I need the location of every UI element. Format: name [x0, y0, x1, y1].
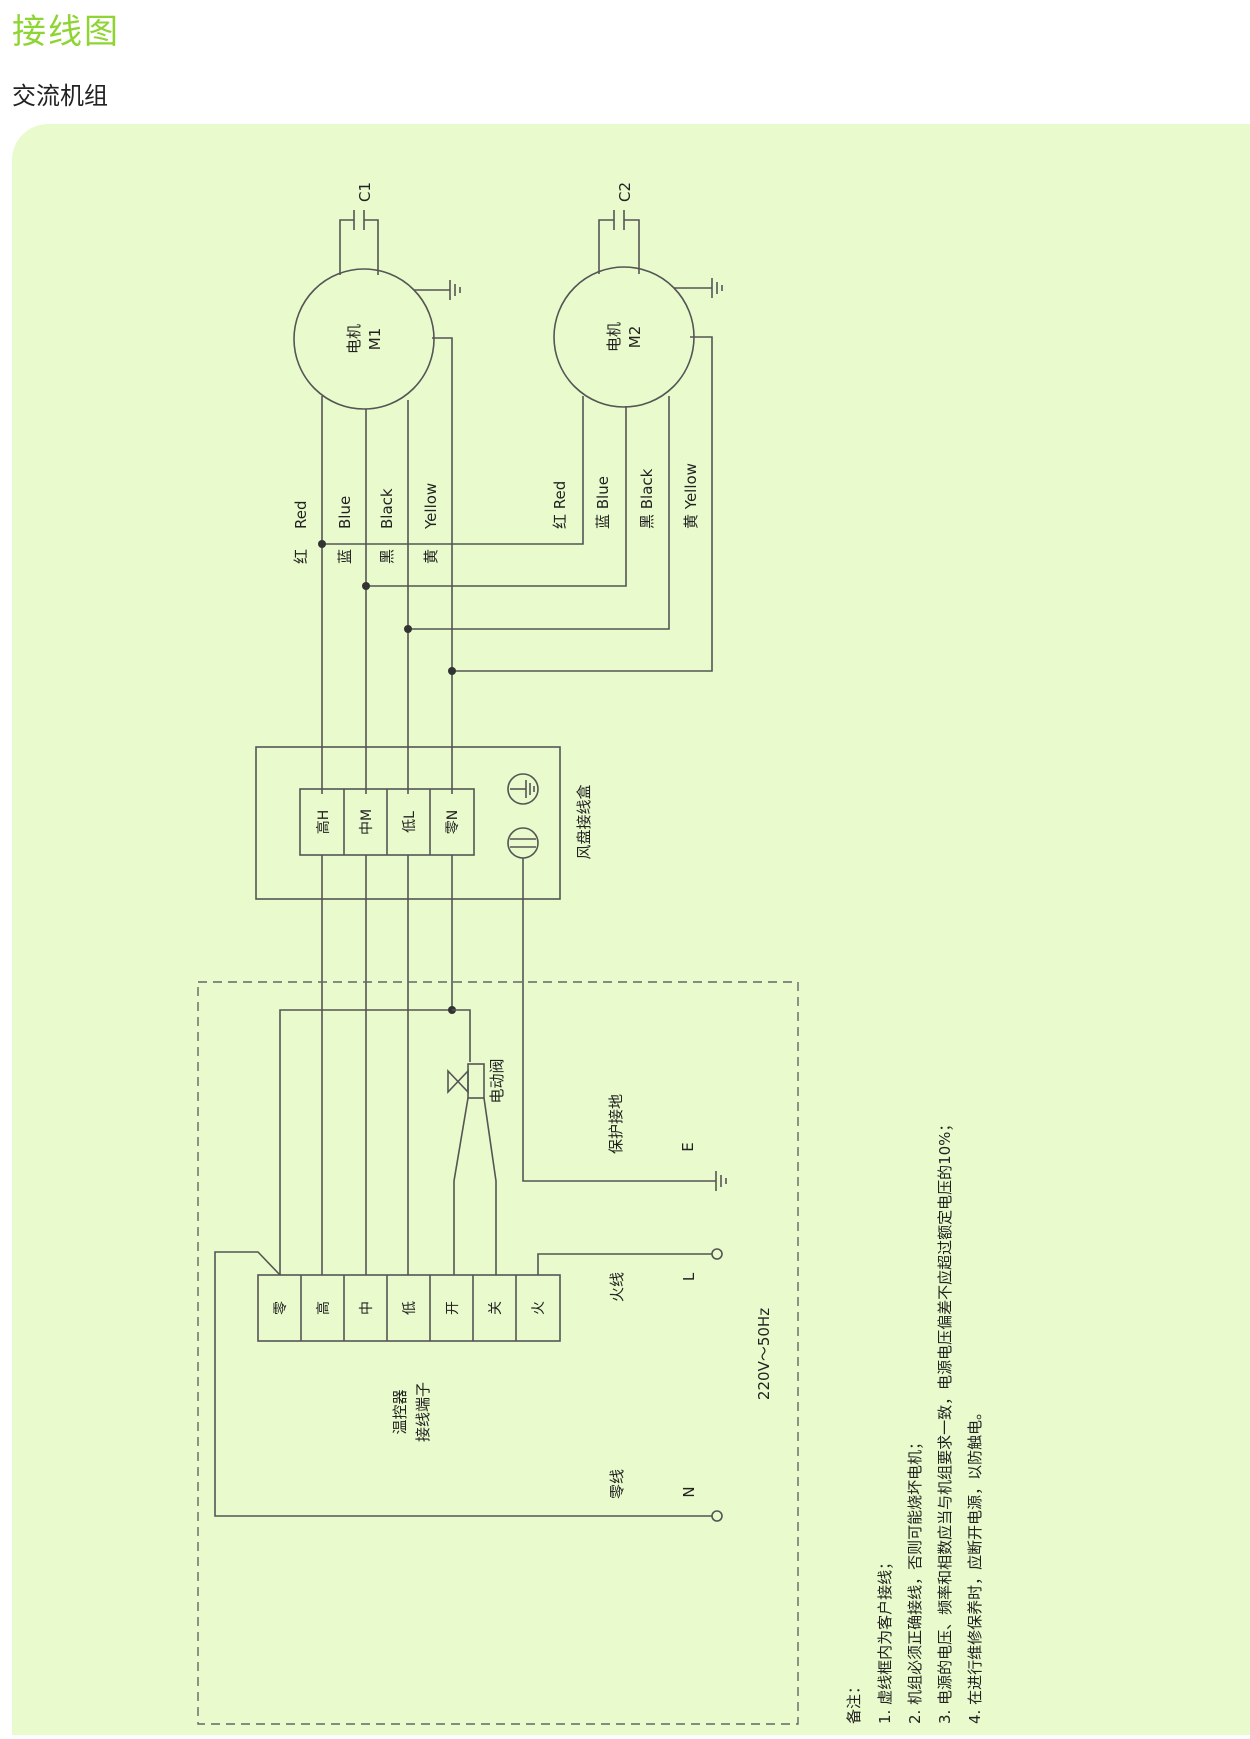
thermostat-label: 温控器 [391, 1389, 409, 1434]
wire-label-cn: 蓝 [336, 549, 354, 564]
terminal-label: 开 [445, 1301, 461, 1315]
terminal-label: 关 [488, 1301, 504, 1315]
page-title: 接线图 [12, 12, 120, 52]
motor-m1: 电机 M1 C1 [293, 182, 461, 410]
valve-label: 电动阀 [488, 1058, 506, 1103]
neutral-terminal-icon [711, 1510, 723, 1522]
diagram-panel: 电机 M1 C1 电机 M2 C2 [12, 124, 1250, 1735]
wire-labels-m1: 红 Red 蓝 Blue 黑 Black 黄 Yellow [292, 483, 440, 564]
wire-label-en: Red [292, 501, 310, 530]
terminal-label: 中 [359, 1301, 375, 1315]
motor-m2: 电机 M2 C2 [553, 182, 723, 408]
motor-m2-label: 电机 [605, 322, 623, 352]
motor-m2-id: M2 [626, 326, 644, 349]
wire-label-cn: 黄 [422, 549, 440, 564]
terminal-label: 火 [531, 1301, 547, 1315]
live-wire-label: 火线 [608, 1272, 626, 1302]
wire-label-cn: 黑 [378, 549, 396, 564]
terminal-icon [507, 827, 539, 859]
motor-m1-id: M1 [366, 328, 384, 351]
power-wiring [214, 1248, 723, 1522]
terminal-label: 零 [273, 1301, 289, 1315]
fancoil-box-title: 风盘接线盒 [575, 784, 593, 859]
ground-icon [507, 773, 539, 805]
capacitor-c2-label: C2 [616, 182, 634, 202]
note-item: 4. 在进行维修保养时，应断开电源，以防触电。 [966, 1405, 984, 1724]
wire-labels-m2: 红 Red 蓝 Blue 黑 Black 黄 Yellow [551, 463, 700, 529]
terminal-label: 中M [359, 809, 375, 835]
neutral-wire-label: 零线 [608, 1469, 626, 1499]
wire-label: 红 Red [551, 481, 569, 529]
wire-label: 蓝 Blue [594, 476, 612, 529]
wire-label: 黑 Black [638, 468, 656, 529]
wire-label-cn: 红 [292, 549, 310, 564]
note-item: 3. 电源的电压、频率和相数应当与机组要求一致，电源电压偏差不应超过额定电压的1… [936, 1117, 954, 1724]
note-item: 1. 虚线框内为客户接线； [876, 1555, 894, 1724]
terminal-label: 高H [315, 810, 332, 835]
ground-label: 保护接地 [607, 1094, 625, 1154]
terminal-label: 零N [445, 810, 461, 834]
notes: 备注： 1. 虚线框内为客户接线； 2. 机组必须正确接线，否则可能烧坏电机； … [845, 1117, 984, 1724]
motor-m1-wires [321, 337, 453, 794]
wiring-diagram: 电机 M1 C1 电机 M2 C2 [197, 182, 984, 1725]
terminal-label: 低 [402, 1301, 418, 1315]
power-supply-label: 220V～50Hz [755, 1308, 773, 1400]
ground-letter: E [679, 1142, 697, 1151]
wire-label-en: Black [378, 488, 396, 529]
terminal-label: 高 [315, 1301, 332, 1315]
notes-title: 备注： [845, 1679, 863, 1724]
thermostat-terminal-block: 零 高 中 低 开 关 火 [257, 1274, 561, 1342]
fancoil-junction-box: 高H 中M 低L 零N 风盘接线盒 [255, 746, 593, 900]
motor-m1-label: 电机 [345, 324, 363, 354]
capacitor-c1-label: C1 [356, 182, 374, 202]
controller-wires [279, 855, 727, 1275]
thermostat-label: 接线端子 [414, 1382, 432, 1442]
wire-label-en: Yellow [422, 483, 440, 530]
motorized-valve: 电动阀 [447, 1058, 506, 1275]
live-wire-letter: L [680, 1272, 698, 1281]
customer-wiring-frame [197, 981, 799, 1725]
neutral-wire-letter: N [680, 1486, 698, 1497]
terminal-label: 低L [402, 811, 418, 833]
wire-label-en: Blue [336, 496, 354, 529]
wire-label: 黄 Yellow [682, 463, 700, 529]
motor-m2-wires [318, 336, 713, 675]
section-title: 交流机组 [12, 82, 108, 110]
live-terminal-icon [711, 1248, 723, 1260]
note-item: 2. 机组必须正确接线，否则可能烧坏电机； [906, 1435, 924, 1724]
